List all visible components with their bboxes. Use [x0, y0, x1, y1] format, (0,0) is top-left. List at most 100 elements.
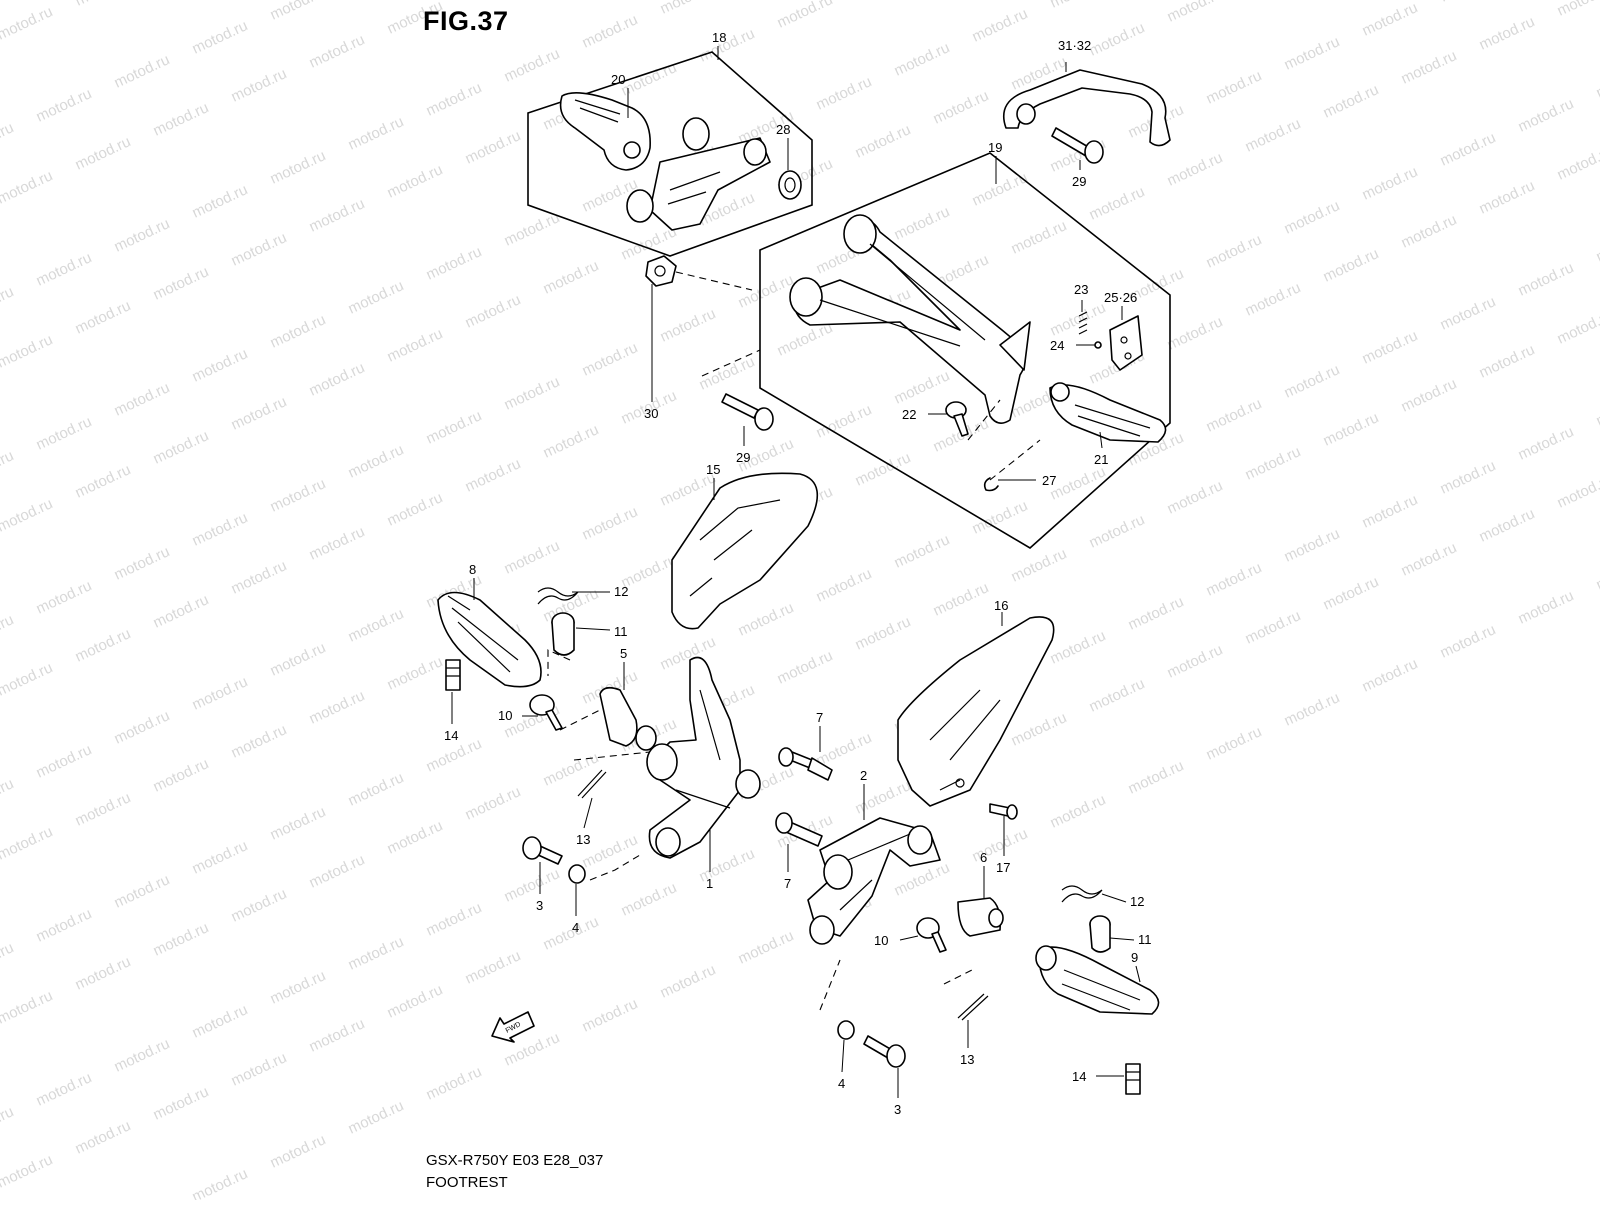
watermark-text: motod.ru	[0, 611, 16, 651]
watermark-text: motod.ru	[1477, 505, 1538, 545]
watermark-text: motod.ru	[892, 859, 953, 899]
watermark-text: motod.ru	[151, 263, 212, 303]
watermark-text: motod.ru	[1360, 0, 1421, 40]
watermark-text: motod.ru	[1165, 0, 1226, 26]
model-code: GSX-R750Y E03 E28_037	[426, 1152, 604, 1169]
watermark-text: motod.ru	[1516, 587, 1577, 627]
watermark-text: motod.ru	[892, 203, 953, 243]
watermark-text: motod.ru	[541, 257, 602, 297]
watermark-text: motod.ru	[346, 1097, 407, 1137]
watermark-text: motod.ru	[424, 899, 485, 939]
watermark-text: motod.ru	[502, 865, 563, 905]
watermark-text: motod.ru	[814, 401, 875, 441]
watermark-text: motod.ru	[931, 579, 992, 619]
washer-4-left	[568, 864, 586, 884]
watermark-text: motod.ru	[307, 523, 368, 563]
watermark-text: motod.ru	[1360, 491, 1421, 531]
watermark-text: motod.ru	[1555, 0, 1600, 20]
watermark-text: motod.ru	[1516, 259, 1577, 299]
cotter-13-right	[957, 993, 989, 1021]
watermark-text: motod.ru	[1438, 129, 1499, 169]
watermark-text: motod.ru	[463, 127, 524, 167]
watermark-text: motod.ru	[1399, 47, 1460, 87]
watermark-text: motod.ru	[34, 85, 95, 125]
watermark-text: motod.ru	[0, 987, 55, 1027]
watermark-text: motod.ru	[658, 305, 719, 345]
watermark-text: motod.ru	[580, 503, 641, 543]
watermark-text: motod.ru	[1360, 327, 1421, 367]
watermark-text: motod.ru	[0, 775, 16, 815]
callout-22: 22	[902, 407, 916, 422]
washer-4-right	[837, 1020, 855, 1040]
watermark-text: motod.ru	[0, 119, 16, 159]
watermark-text: motod.ru	[268, 147, 329, 187]
watermark-text: motod.ru	[970, 169, 1031, 209]
footrest-bracket-1	[646, 656, 761, 859]
watermark-text: motod.ru	[1204, 231, 1265, 271]
watermark-text: motod.ru	[385, 161, 446, 201]
watermark-text: motod.ru	[697, 353, 758, 393]
watermark-text: motod.ru	[1009, 545, 1070, 585]
watermark-text: motod.ru	[385, 325, 446, 365]
callout-8: 8	[469, 562, 476, 577]
watermark-text: motod.ru	[853, 121, 914, 161]
watermark-text: motod.ru	[346, 441, 407, 481]
watermark-text: motod.ru	[1087, 19, 1148, 59]
callout-29-lower: 29	[736, 450, 750, 465]
fwd-arrow: FWD	[491, 1011, 535, 1043]
callout-12-left: 12	[614, 584, 628, 599]
watermark-text: motod.ru	[1477, 177, 1538, 217]
cotter-13-left	[577, 769, 607, 799]
watermark-text: motod.ru	[541, 749, 602, 789]
callout-13-left: 13	[576, 832, 590, 847]
watermark-text: motod.ru	[73, 133, 134, 173]
bolt-29-lower	[721, 393, 774, 431]
callout-31-32: 31·32	[1058, 38, 1091, 53]
watermark-text: motod.ru	[658, 0, 719, 18]
callout-13-right: 13	[960, 1052, 974, 1067]
watermark-text: motod.ru	[1126, 757, 1187, 797]
kit-18-box	[527, 51, 813, 257]
watermark-text: motod.ru	[1009, 709, 1070, 749]
watermark-text: motod.ru	[775, 647, 836, 687]
watermark-text: motod.ru	[151, 99, 212, 139]
callout-6: 6	[980, 850, 987, 865]
callout-7-right: 7	[784, 876, 791, 891]
watermark-text: motod.ru	[1282, 197, 1343, 237]
watermark-text: motod.ru	[658, 961, 719, 1001]
watermark-text: motod.ru	[1009, 217, 1070, 257]
pin-10-left	[529, 694, 563, 731]
watermark-text: motod.ru	[1399, 375, 1460, 415]
callout-28: 28	[776, 122, 790, 137]
callout-23: 23	[1074, 282, 1088, 297]
plate-25-26	[1109, 315, 1143, 371]
watermark-text: motod.ru	[268, 967, 329, 1007]
watermark-text: motod.ru	[775, 319, 836, 359]
watermark-text: motod.ru	[0, 1103, 16, 1143]
screw-17	[989, 803, 1018, 820]
watermark-text: motod.ru	[1087, 183, 1148, 223]
watermark-text: motod.ru	[1594, 389, 1600, 429]
watermark-text: motod.ru	[385, 981, 446, 1021]
watermark-text: motod.ru	[1399, 211, 1460, 251]
callout-10-left: 10	[498, 708, 512, 723]
watermark-text: motod.ru	[1594, 225, 1600, 265]
watermark-text: motod.ru	[1438, 0, 1499, 6]
grab-bar-31-32	[1002, 69, 1171, 147]
watermark-text: motod.ru	[34, 249, 95, 289]
watermark-text: motod.ru	[1126, 593, 1187, 633]
watermark-text: motod.ru	[853, 613, 914, 653]
callout-17: 17	[996, 860, 1010, 875]
callout-18: 18	[712, 30, 726, 45]
watermark-text: motod.ru	[463, 291, 524, 331]
section-name: FOOTREST	[426, 1174, 508, 1191]
watermark-text: motod.ru	[307, 851, 368, 891]
watermark-text: motod.ru	[0, 3, 55, 43]
callout-30: 30	[644, 406, 658, 421]
watermark-text: motod.ru	[502, 373, 563, 413]
watermark-text: motod.ru	[1243, 279, 1304, 319]
watermark-text: motod.ru	[1048, 0, 1109, 12]
watermark-text: motod.ru	[1555, 307, 1600, 347]
watermark-text: motod.ru	[307, 359, 368, 399]
